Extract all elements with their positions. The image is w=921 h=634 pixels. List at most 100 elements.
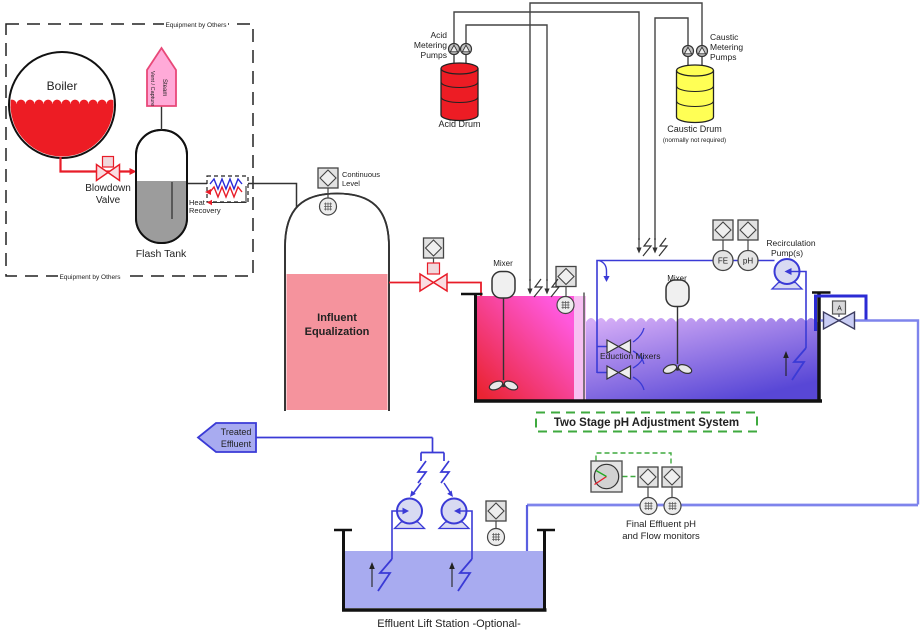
control-valve-icon <box>432 272 448 293</box>
pump-manifold <box>420 437 445 461</box>
recirculation-pump-label: Recirculation <box>766 238 815 248</box>
flow-arrow-icon <box>454 507 461 515</box>
impeller-icon <box>503 380 519 391</box>
acid-metering-pump-icon <box>459 42 473 56</box>
mixer-motor-icon <box>491 270 516 299</box>
caustic-pumps-label: Pumps <box>710 52 736 62</box>
steam-vent-arrow-icon <box>146 46 177 107</box>
caustic-metering-pump-icon <box>681 44 695 58</box>
title-dashed-box <box>535 411 758 433</box>
effluent-discharge: A <box>523 294 920 581</box>
boiler-group: Boiler <box>8 51 116 159</box>
flow-arrow-icon <box>603 276 610 282</box>
stage1-mixer: Mixer <box>488 259 519 391</box>
steam-vent-label: Vent / Capture <box>149 71 155 106</box>
lift-level-sensor-icon <box>486 527 506 547</box>
partition-wall <box>574 296 586 400</box>
acid-metering-pump-icon <box>447 42 461 56</box>
flow-monitor-icon <box>661 466 683 488</box>
caustic-pumps-label: Caustic <box>710 32 739 42</box>
flash-tank-liquid <box>136 181 187 243</box>
acid-drum-label: Acid Drum <box>438 119 480 129</box>
caustic-note: (normally not required) <box>663 137 726 144</box>
lift-level-transmitter-icon <box>485 500 507 522</box>
blowdown-valve-actuator <box>101 155 115 168</box>
influent-equalization-group: Influent Equalization Continuous Level <box>284 167 390 411</box>
blowdown-valve-icon <box>95 163 110 182</box>
caustic-drum-group: Caustic Metering Pumps Caustic Drum (nor… <box>663 32 744 144</box>
lift-pump-icon <box>393 497 426 530</box>
recirculation-pump-label: Pump(s) <box>771 248 803 258</box>
level-transmitter-icon <box>317 167 339 189</box>
flow-arrow-icon <box>784 268 792 275</box>
equipment-by-others-label-bottom: Equipment by Others <box>59 274 121 281</box>
boiler-liquid <box>10 99 114 157</box>
sensor-icon <box>663 496 682 516</box>
impeller-icon <box>662 364 678 374</box>
caustic-drum-label: Caustic Drum <box>667 124 722 134</box>
flash-tank-group: Flash Tank <box>135 106 188 260</box>
treated-effluent-label: Treated <box>221 427 252 437</box>
flow-transmitter-icon <box>712 219 734 241</box>
flash-tank-label: Flash Tank <box>136 248 187 260</box>
influent-equalization-label: Influent <box>317 312 357 324</box>
valve-a-tag <box>831 300 847 315</box>
influent-equalization-label: Equalization <box>305 326 370 338</box>
blowdown-valve-label: Valve <box>96 195 121 206</box>
flow-arrow-icon <box>205 189 211 195</box>
lift-station-liquid <box>345 551 543 608</box>
stage1-sensor <box>555 265 577 315</box>
gauge-needle-green <box>595 469 607 478</box>
blowdown-valve-label: Blowdown <box>85 183 131 194</box>
eductor-spray-icon <box>632 327 645 391</box>
final-monitors-group: Final Effluent pH and Flow monitors <box>590 452 700 542</box>
heat-recovery-label: Heat <box>189 198 206 207</box>
fe-ph-instruments: FE pH <box>712 219 759 272</box>
pump2-suction-pipe <box>466 510 473 559</box>
treated-effluent-label: Effluent <box>221 439 252 449</box>
sensor-icon <box>639 496 658 516</box>
lift-station-label: Effluent Lift Station -Optional- <box>377 618 521 630</box>
equipment-by-others-label-top: Equipment by Others <box>165 22 227 29</box>
boiler-label: Boiler <box>47 79 78 93</box>
flow-arrow-icon <box>447 490 453 497</box>
flex-connector-icon <box>440 460 450 484</box>
caustic-drum <box>675 70 715 124</box>
heat-exchanger-hot-coil-icon <box>209 185 243 199</box>
acid-pumps-label: Pumps <box>421 50 447 60</box>
acid-drum-group: Acid Metering Pumps Acid Drum <box>414 30 481 129</box>
acid-pumps-label: Acid <box>430 30 447 40</box>
heat-recovery-group: Heat Recovery <box>189 175 249 215</box>
flow-arrow-icon <box>129 168 137 175</box>
final-monitors-label: and Flow monitors <box>622 531 700 542</box>
chemical-injection-icon <box>651 237 668 257</box>
caustic-metering-pump-icon <box>695 44 709 58</box>
stage2-mixer: Mixer <box>662 274 693 374</box>
lift-station-group: Effluent Lift Station -Optional- <box>334 437 555 630</box>
acid-pumps-label: Metering <box>414 40 447 50</box>
pump-icon <box>771 258 803 290</box>
caustic-pumps-label: Metering <box>710 42 743 52</box>
two-stage-title: Two Stage pH Adjustment System <box>554 417 739 429</box>
gauge-needle-red <box>594 475 607 486</box>
heat-exchanger-cold-coil-icon <box>209 177 243 191</box>
signal-wiring <box>595 452 672 478</box>
acid-drum <box>440 68 479 122</box>
chemical-injection-icon <box>526 278 543 298</box>
eduction-mixers: Eduction Mixers <box>600 327 660 391</box>
blowdown-group: Blowdown Valve <box>59 155 137 206</box>
mixer-motor-icon <box>665 279 690 308</box>
flow-element-circle <box>712 249 734 272</box>
ph-adjustment-tank-group <box>461 291 831 403</box>
recirculation-pump: Recirculation Pump(s) <box>766 238 816 290</box>
continuous-level-label: Continuous <box>342 170 380 179</box>
equalization-outlet-group <box>389 237 485 391</box>
two-stage-title-group: Two Stage pH Adjustment System <box>535 411 758 433</box>
flow-arrow-icon <box>402 507 409 515</box>
valve-a-label: A <box>837 306 842 313</box>
valve-a-icon <box>822 310 841 331</box>
level-controller-icon <box>422 237 445 259</box>
eduction-mixers-label: Eduction Mixers <box>600 351 660 361</box>
impeller-icon <box>677 364 693 374</box>
